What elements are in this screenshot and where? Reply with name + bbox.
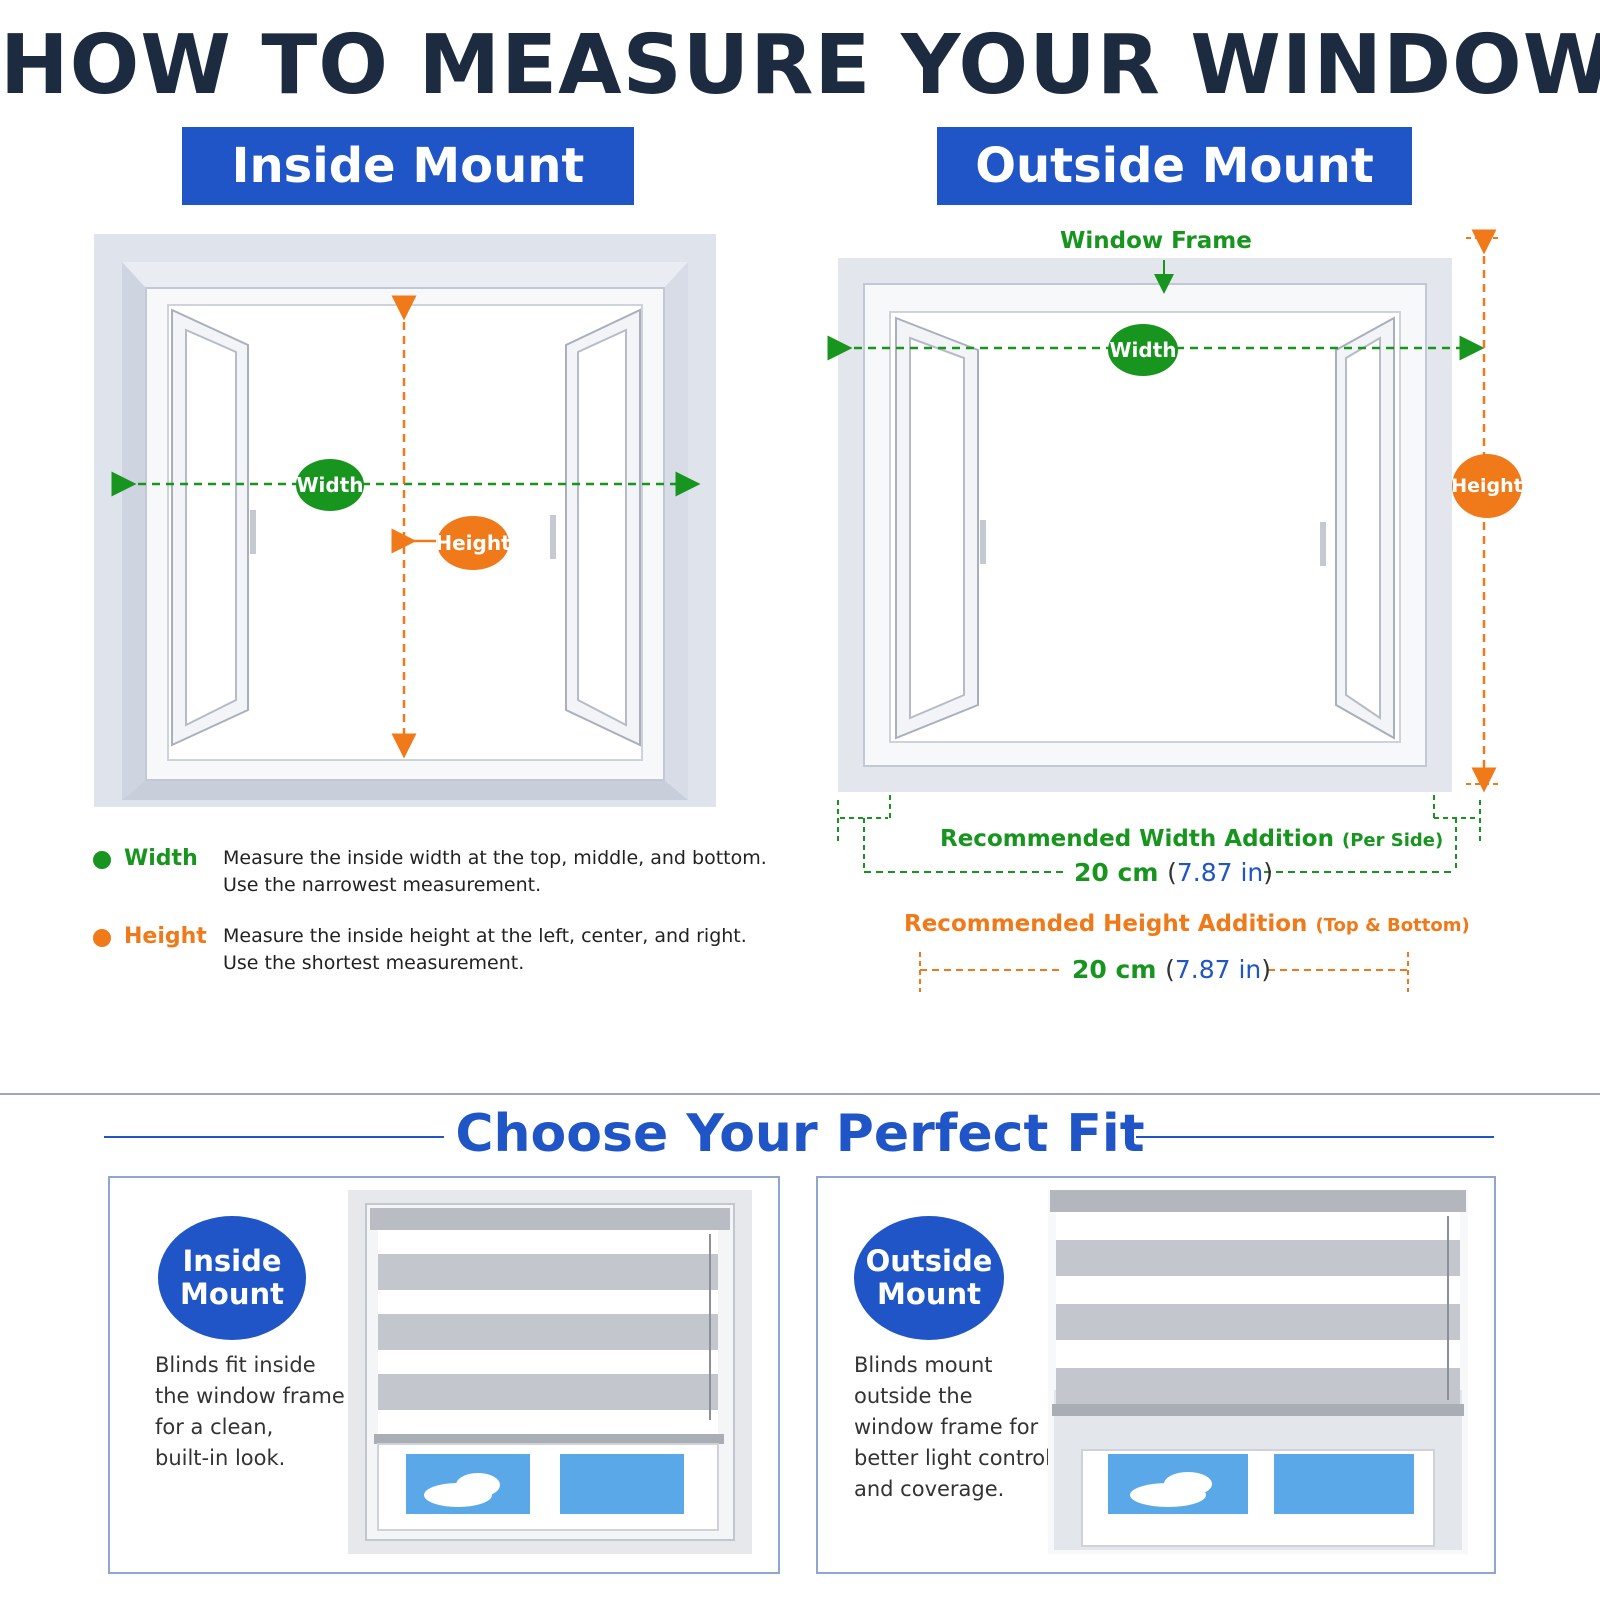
inside-fit-desc-line: the window frame [155,1384,345,1408]
height-legend-label: Height [124,924,207,949]
inside-fit-desc: Blinds fit inside the window frame for a… [155,1350,345,1474]
width-legend-line2: Use the narrowest measurement. [223,874,542,896]
fit-title: Choose Your Perfect Fit [455,1104,1145,1164]
inside-fit-desc-line: Blinds fit inside [155,1353,316,1377]
outside-fit-badge: Outside Mount [854,1216,1004,1340]
inside-fit-desc-line: for a clean, [155,1415,274,1439]
outside-fit-desc: Blinds mount outside the window frame fo… [854,1350,1051,1505]
width-legend-label: Width [124,846,198,871]
inside-fit-badge-l2: Mount [180,1277,284,1311]
outside-fit-desc-line: window frame for [854,1415,1039,1439]
outside-fit-desc-line: better light control [854,1446,1051,1470]
inside-fit-badge: Inside Mount [158,1216,306,1340]
fit-title-rule-right [1136,1136,1494,1138]
width-addition-cm: 20 cm [1074,858,1159,887]
height-addition-value: 20 cm (7.87 in) [1072,955,1272,984]
height-legend-dot [93,929,111,947]
outside-blind-stripes [1056,1212,1460,1404]
outside-mount-banner: Outside Mount [937,127,1412,205]
width-addition-value: 20 cm (7.87 in) [1074,858,1274,887]
section-divider [0,1093,1600,1095]
height-legend-line2: Use the shortest measurement. [223,952,525,974]
outside-blind-illustration [1048,1190,1468,1554]
inside-mount-banner: Inside Mount [182,127,634,205]
height-legend-line1: Measure the inside height at the left, c… [223,925,747,947]
inside-blind-illustration [348,1190,752,1554]
inside-width-pill: Width [296,459,364,511]
height-addition-sub: (Top & Bottom) [1315,915,1470,936]
outside-fit-desc-line: Blinds mount [854,1353,993,1377]
inside-fit-desc-line: built-in look. [155,1446,286,1470]
window-frame-label: Window Frame [1060,228,1252,254]
outside-fit-desc-line: outside the [854,1384,973,1408]
inside-blind-stripes [378,1230,718,1434]
width-addition-title: Recommended Width Addition (Per Side) [940,826,1443,852]
width-addition-title-text: Recommended Width Addition [940,826,1334,852]
outside-height-pill: Height [1451,454,1523,518]
height-addition-title-text: Recommended Height Addition [904,911,1308,937]
fit-title-rule-left [104,1136,444,1138]
width-addition-in: 7.87 in [1176,858,1264,887]
width-legend-dot [93,851,111,869]
width-legend-text: Measure the inside width at the top, mid… [223,845,767,899]
width-addition-sub: (Per Side) [1341,830,1444,851]
height-addition-title: Recommended Height Addition (Top & Botto… [904,911,1470,937]
width-legend-line1: Measure the inside width at the top, mid… [223,847,767,869]
inside-fit-badge-l1: Inside [182,1244,282,1278]
height-legend-text: Measure the inside height at the left, c… [223,923,747,977]
height-addition-cm: 20 cm [1072,955,1157,984]
height-addition-in: 7.87 in [1174,955,1262,984]
inside-height-pill: Height [435,516,511,570]
outside-width-pill: Width [1108,324,1178,376]
page-title: HOW TO MEASURE YOUR WINDOW [0,18,1600,113]
outside-fit-badge-l1: Outside [865,1244,993,1278]
outside-fit-desc-line: and coverage. [854,1477,1005,1501]
outside-fit-badge-l2: Mount [877,1277,981,1311]
